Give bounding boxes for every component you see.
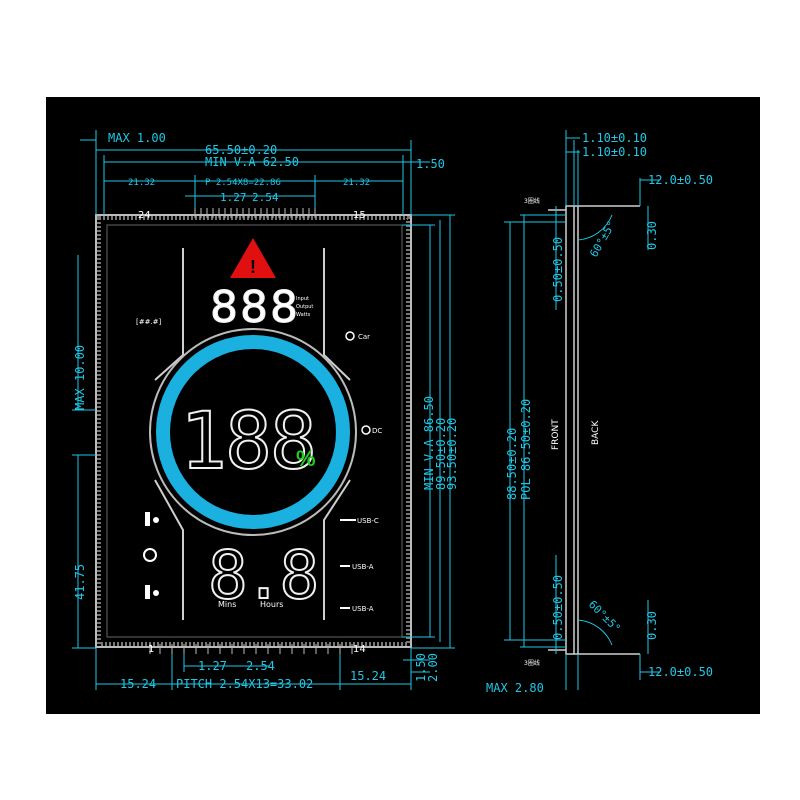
label-dc: DC <box>372 427 382 435</box>
unit-mins: Mins <box>218 600 236 609</box>
bottom-pins <box>149 644 353 654</box>
dim-bottom-right-15: 15.24 <box>350 669 386 683</box>
snow-icon <box>153 590 159 596</box>
side-back-label: BACK <box>591 420 601 445</box>
dc-icon <box>361 425 371 435</box>
legend-output: Output <box>296 304 313 310</box>
side-small-top: 3圈线 <box>524 197 540 205</box>
pin-label-top-right: 15 <box>353 210 366 221</box>
side-dim-4: 0.30 <box>645 221 659 250</box>
side-front-height: 88.50±0.20 <box>505 428 519 500</box>
dim-pin-pitch-bottom: 2.54 <box>246 659 275 673</box>
legend-input: Input <box>296 296 309 302</box>
dim-right-21: 21.32 <box>343 178 370 188</box>
dim-pin-offset-top: 1.27 <box>220 191 247 204</box>
legend-watts: Watts <box>296 312 311 318</box>
car-icon <box>345 331 355 341</box>
side-dim-6: 0.50±0.50 <box>551 575 565 640</box>
bottom-digits: 8.8 <box>208 537 315 614</box>
sun-icon <box>153 517 159 523</box>
left-dimension-lines <box>72 255 96 649</box>
side-small-bottom: 3圈线 <box>524 659 540 667</box>
dim-max-1: MAX 1.00 <box>108 131 166 145</box>
dim-pol-height: 89.50±0.20 <box>434 418 448 490</box>
label-usb-a1: USB-A <box>352 563 374 571</box>
label-car: Car <box>358 333 370 341</box>
dim-pin-pitch-top: 2.54 <box>252 191 279 204</box>
top-pins <box>194 208 316 218</box>
top-digits: 888 <box>210 282 300 333</box>
pin-label-bottom-left: 1 <box>148 644 154 655</box>
warning-triangle-icon <box>230 238 276 278</box>
side-dim-2: 1.10±0.10 <box>582 145 647 159</box>
dim-pitch-top: P 2.54X8=22.86 <box>205 178 281 188</box>
side-dimension-lines <box>504 130 660 690</box>
lcd-outline <box>95 214 412 648</box>
percent-sign: % <box>296 446 316 471</box>
dim-va-width: MIN V.A 62.50 <box>205 155 299 169</box>
dim-outline-width: 65.50±0.20 <box>205 143 277 157</box>
right-dimension-lines <box>402 214 455 649</box>
dim-pitch-bottom: PITCH 2.54X13=33.02 <box>176 677 313 691</box>
side-front-label: FRONT <box>551 419 561 450</box>
thermometer-cold-icon <box>145 585 150 599</box>
pin-label-bottom-right: 14 <box>353 644 366 655</box>
pin-label-top-left: 24 <box>138 210 151 221</box>
dim-va-height: MIN V.A 86.50 <box>422 396 436 490</box>
dim-right-150: 1.50 <box>416 157 445 171</box>
side-view-outline <box>548 205 640 655</box>
top-dimension-lines <box>80 130 430 215</box>
dim-bottom-left-15: 15.24 <box>120 677 156 691</box>
side-dim-5: 0.50±0.50 <box>551 237 565 302</box>
thermometer-icon <box>145 512 150 526</box>
left-bracket-label: [##.#] <box>136 318 162 326</box>
label-usb-c: USB-C <box>357 517 379 525</box>
side-dim-3: 12.0±0.50 <box>648 173 713 187</box>
warning-exclamation: ! <box>250 257 256 277</box>
dim-outline-height: 93.50±0.20 <box>445 418 459 490</box>
dim-left-21: 21.32 <box>128 178 155 188</box>
dim-bottom-200: 2.00 <box>426 653 440 682</box>
dim-41-75: 41.75 <box>73 564 87 600</box>
progress-ring <box>156 335 350 529</box>
side-dim-8: 12.0±0.50 <box>648 665 713 679</box>
bottom-dimension-lines <box>95 648 430 690</box>
big-digits: 188 <box>180 397 315 487</box>
fan-icon <box>143 548 157 562</box>
side-pol-height: POL 86.50±0.20 <box>519 399 533 500</box>
side-dim-7: 0.30 <box>645 611 659 640</box>
dim-pin-offset-bottom: 1.27 <box>198 659 227 673</box>
side-max-thick: MAX 2.80 <box>486 681 544 695</box>
dim-bottom-150: 1.50 <box>414 653 428 682</box>
unit-hours: Hours <box>260 600 283 609</box>
label-usb-a2: USB-A <box>352 605 374 613</box>
side-dim-1: 1.10±0.10 <box>582 131 647 145</box>
dim-max-10: MAX 10.00 <box>73 345 87 410</box>
lcd-hatch-frame <box>97 216 410 646</box>
outer-ring <box>149 328 357 536</box>
display-divider-lines <box>154 248 351 620</box>
